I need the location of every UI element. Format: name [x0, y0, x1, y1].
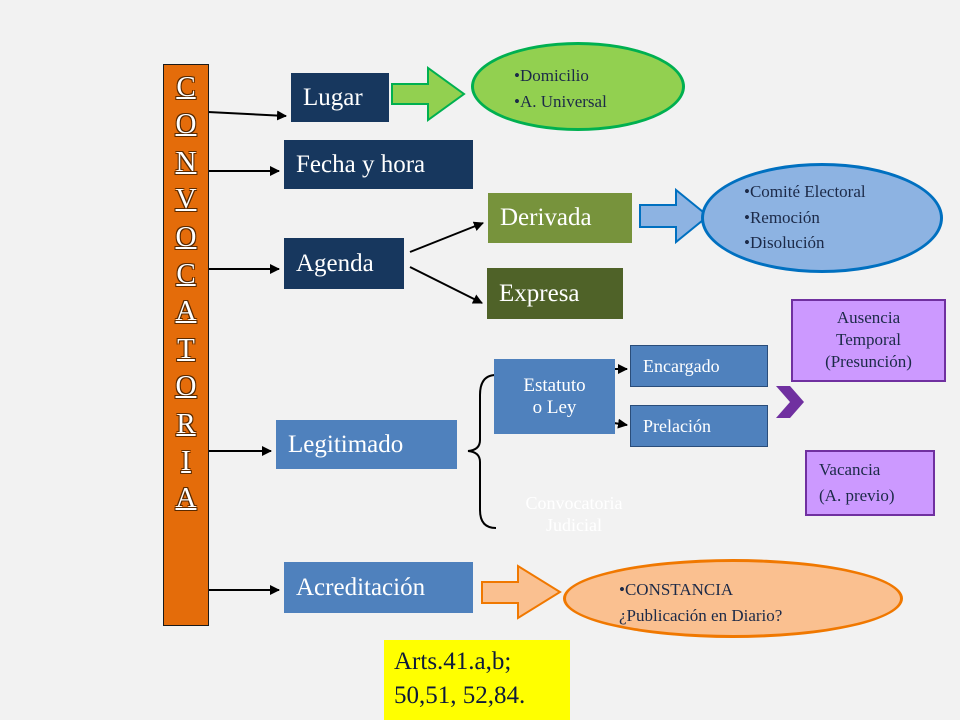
- oval-item: Disolución: [744, 230, 866, 256]
- title-letter: O: [175, 108, 197, 141]
- oval-acreditacion-details: •CONSTANCIA ¿Publicación en Diario?: [563, 559, 903, 638]
- node-lugar: Lugar: [291, 73, 389, 122]
- block-arrow-lugar: [391, 66, 466, 122]
- chevron-purple: [776, 386, 804, 418]
- title-letter: R: [176, 407, 196, 440]
- node-prelacion: Prelación: [630, 405, 768, 447]
- oval-item: Comité Electoral: [744, 179, 866, 205]
- ausencia-line-1: Ausencia: [836, 308, 901, 327]
- oval-lugar-details: Domicilio A. Universal: [471, 42, 685, 131]
- connector-derivada: [409, 221, 484, 253]
- node-acreditacion: Acreditación: [284, 562, 473, 613]
- title-letter: V: [175, 183, 197, 216]
- convocatoria-judicial-line-1: Convocatoria: [525, 493, 623, 513]
- node-legitimado: Legitimado: [276, 420, 457, 469]
- title-letter: I: [181, 445, 191, 478]
- oval-item: A. Universal: [514, 89, 607, 115]
- connector-expresa: [409, 266, 483, 304]
- node-agenda: Agenda: [284, 238, 404, 289]
- title-letter: O: [175, 370, 197, 403]
- ausencia-line-3: (Presunción): [825, 352, 912, 372]
- articles-line-1: Arts.41.a,b;: [394, 648, 512, 675]
- convocatoria-title-bar: C O N V O C A T O R I A: [163, 64, 209, 626]
- oval-item: Remoción: [744, 205, 866, 231]
- title-letter: N: [175, 145, 197, 178]
- vacancia-line-1: Vacancia: [819, 460, 881, 479]
- node-expresa: Expresa: [487, 268, 623, 319]
- title-letter: A: [175, 482, 197, 515]
- estatuto-line-1: Estatuto: [523, 374, 586, 396]
- title-letter: C: [176, 258, 196, 291]
- node-estatuto-ley: Estatuto o Ley: [494, 359, 615, 434]
- node-convocatoria-judicial: Convocatoria Judicial: [494, 493, 654, 545]
- title-letter: C: [176, 71, 196, 103]
- brace-legitimado: [467, 374, 497, 529]
- block-arrow-acreditacion: [481, 564, 562, 620]
- node-encargado: Encargado: [630, 345, 768, 387]
- title-letter: A: [175, 295, 197, 328]
- estatuto-line-2: o Ley: [532, 396, 577, 418]
- oval-derivada-details: Comité Electoral Remoción Disolución: [701, 163, 943, 273]
- oval-item: Domicilio: [514, 63, 607, 89]
- oval-constancia: •CONSTANCIA: [619, 580, 734, 599]
- connector-lugar: [207, 110, 287, 121]
- node-derivada: Derivada: [488, 193, 632, 243]
- block-arrow-derivada: [639, 187, 710, 245]
- note-articles: Arts.41.a,b; 50,51, 52,84.: [384, 640, 570, 720]
- title-letter: T: [177, 332, 195, 365]
- note-ausencia-temporal: Ausencia Temporal (Presunción): [791, 299, 946, 382]
- title-letter: O: [175, 220, 197, 253]
- articles-line-2: 50,51, 52,84.: [394, 681, 526, 709]
- convocatoria-judicial-line-2: Judicial: [546, 514, 602, 535]
- ausencia-line-2: Temporal: [836, 330, 901, 350]
- note-vacancia: Vacancia (A. previo): [805, 450, 935, 516]
- oval-publicacion: ¿Publicación en Diario?: [619, 605, 783, 625]
- vacancia-line-2: (A. previo): [819, 485, 895, 505]
- node-fecha-hora: Fecha y hora: [284, 140, 473, 189]
